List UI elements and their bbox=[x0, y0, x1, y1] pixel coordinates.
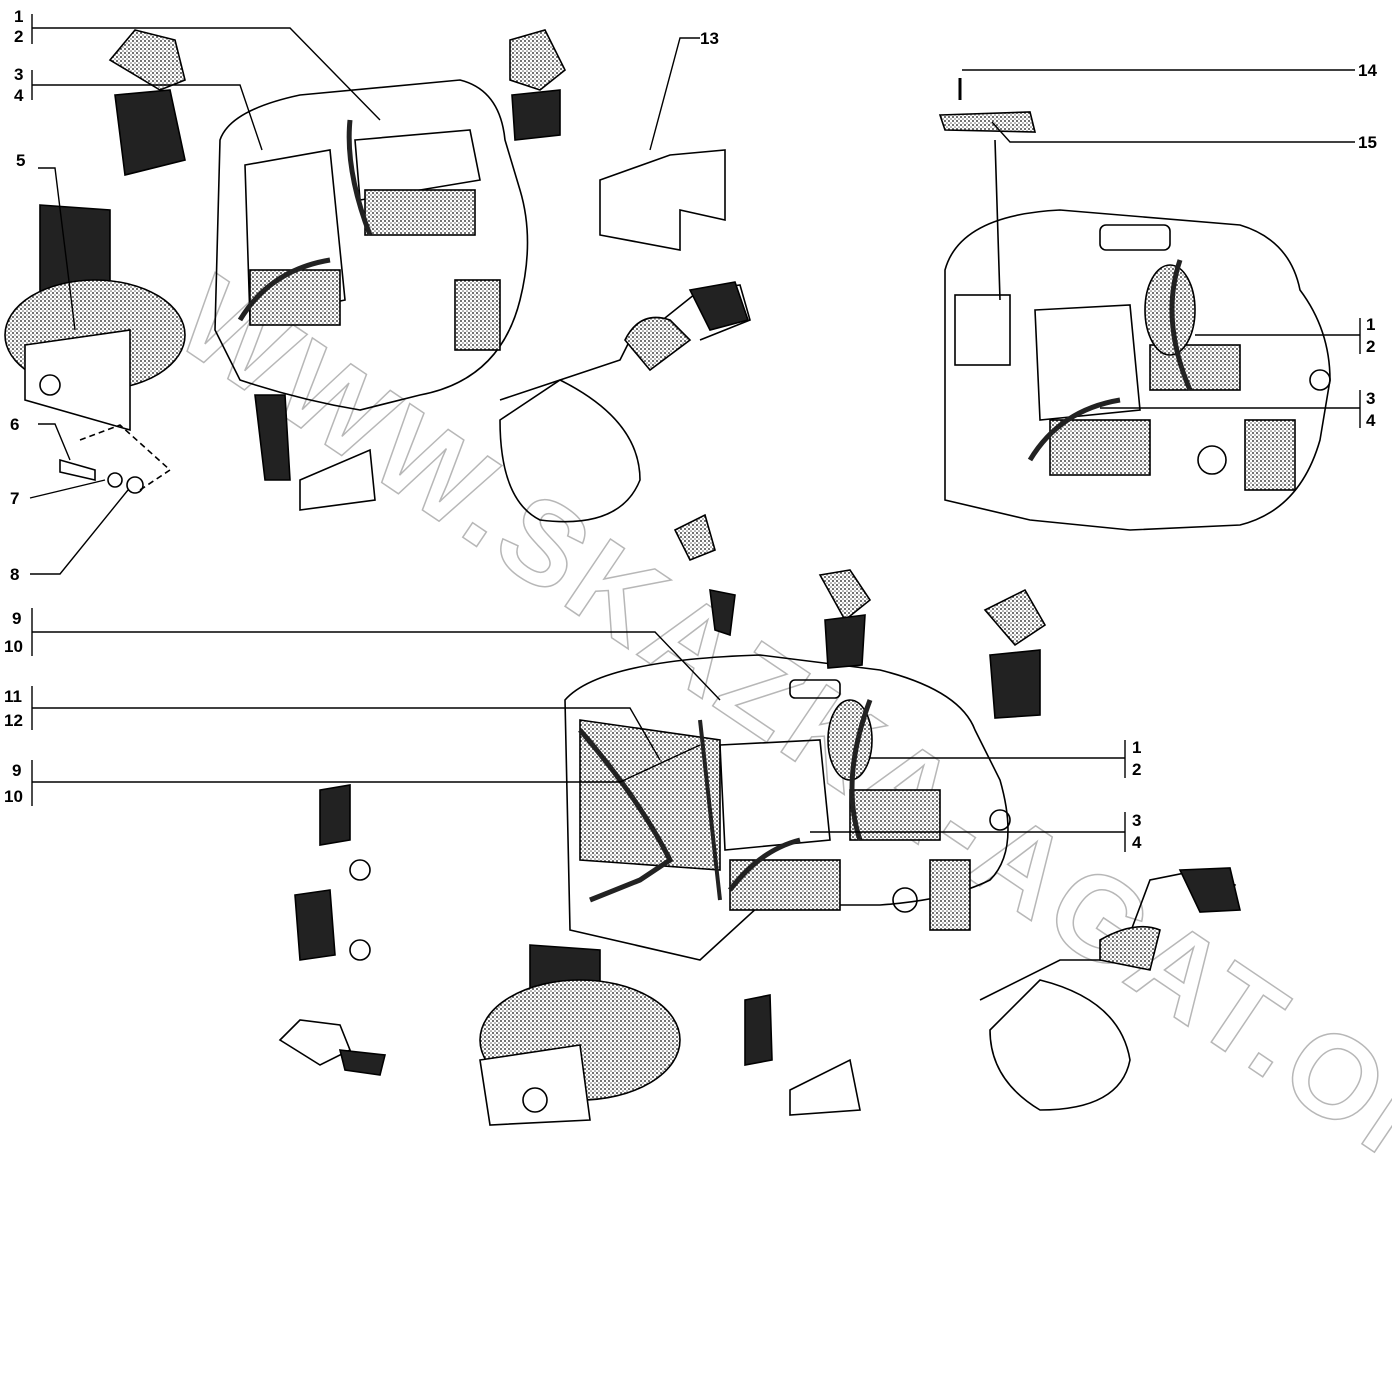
callout-4-right: 4 bbox=[1366, 411, 1376, 430]
callout-5: 5 bbox=[16, 151, 26, 170]
cab-interior-view bbox=[564, 654, 1011, 961]
callout-6: 6 bbox=[10, 415, 20, 434]
callout-10: 10 bbox=[4, 637, 23, 656]
callout-11: 11 bbox=[4, 687, 22, 706]
callout-7: 7 bbox=[10, 489, 20, 508]
callout-15: 15 bbox=[1358, 133, 1377, 152]
seat-cushion bbox=[364, 189, 476, 236]
callout-1: 1 bbox=[14, 7, 24, 26]
callout-9-lower: 9 bbox=[12, 761, 22, 780]
retractor-lower bbox=[479, 944, 681, 1126]
seat-belt bbox=[578, 728, 674, 903]
retractor-5 bbox=[4, 204, 186, 432]
seat-cushion bbox=[249, 269, 341, 326]
belt-anchor bbox=[509, 29, 567, 91]
leader-lines bbox=[29, 14, 1361, 852]
belt-anchor bbox=[108, 29, 186, 91]
seat-belt bbox=[1169, 259, 1193, 391]
cab-rear-right-view bbox=[944, 209, 1331, 531]
washer-8 bbox=[126, 476, 144, 494]
seat-cushion bbox=[1049, 419, 1151, 476]
seat-belt bbox=[1027, 397, 1121, 462]
seat-belt bbox=[346, 119, 373, 236]
callout-2: 2 bbox=[14, 27, 24, 46]
washer-7 bbox=[107, 472, 123, 488]
callout-1-bottom: 1 bbox=[1132, 738, 1142, 757]
callout-13: 13 bbox=[700, 29, 719, 48]
callout-3: 3 bbox=[14, 65, 24, 84]
callout-4-bottom: 4 bbox=[1132, 833, 1142, 852]
callout-3-bottom: 3 bbox=[1132, 811, 1142, 830]
seat-belt bbox=[849, 699, 873, 841]
callout-4: 4 bbox=[14, 86, 24, 105]
cab-front-left-view bbox=[214, 79, 529, 411]
callout-10-lower: 10 bbox=[4, 787, 23, 806]
seat-belt bbox=[237, 257, 331, 322]
callout-9: 9 bbox=[12, 609, 22, 628]
callout-2-bottom: 2 bbox=[1132, 760, 1142, 779]
callout-8: 8 bbox=[10, 565, 20, 584]
callout-2-right: 2 bbox=[1366, 337, 1376, 356]
bolt-6 bbox=[59, 458, 96, 482]
callout-14: 14 bbox=[1358, 61, 1377, 80]
plate-15 bbox=[938, 111, 1037, 133]
seat-cushion bbox=[729, 859, 841, 911]
seat-belt-diagram bbox=[4, 14, 1361, 1126]
bracket-13 bbox=[599, 149, 726, 251]
callout-3-right: 3 bbox=[1366, 389, 1376, 408]
callout-12: 12 bbox=[4, 711, 23, 730]
callout-1-right: 1 bbox=[1366, 315, 1376, 334]
